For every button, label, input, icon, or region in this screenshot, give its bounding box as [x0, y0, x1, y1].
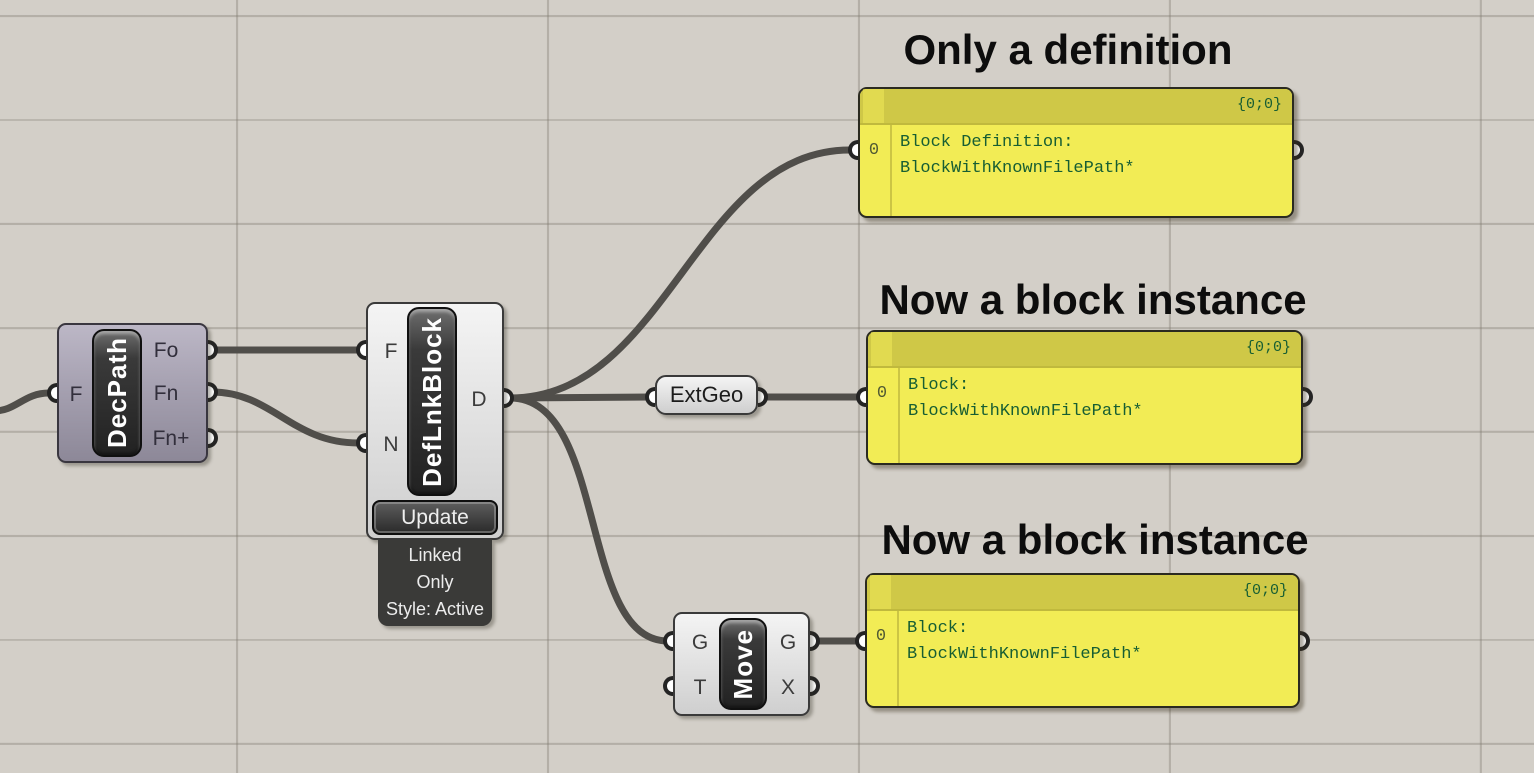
wire[interactable] [506, 394, 672, 645]
decpath-output-grip-fnplus[interactable] [208, 428, 218, 448]
deflnkblock-port-label-d: D [471, 388, 487, 411]
component-move[interactable]: Move G T G X [673, 612, 810, 716]
panel-header: {0;0} [867, 575, 1298, 611]
panel-divider [890, 125, 892, 216]
panel-path-mask: {0;0} [1236, 96, 1282, 113]
move-port-label-g-in: G [691, 631, 709, 654]
panel-line: BlockWithKnownFilePath* [907, 645, 1142, 664]
scribble-title-definition[interactable]: Only a definition [903, 26, 1233, 73]
move-port-label-g-out: G [779, 631, 797, 654]
deflnkblock-output-grip-d[interactable] [504, 388, 514, 408]
decpath-output-grip-fo[interactable] [208, 340, 218, 360]
decpath-port-label-f: F [69, 383, 83, 406]
panel-line: Block Definition: [900, 133, 1074, 152]
scribble-title-instance-1[interactable]: Now a block instance [879, 276, 1307, 323]
panel-line: Block: [907, 619, 969, 638]
deflnkblock-name-capsule[interactable]: DefLnkBlock [407, 307, 457, 496]
decpath-label: DecPath [101, 337, 132, 449]
panel-divider [898, 368, 900, 463]
move-port-label-t: T [693, 676, 707, 699]
panel-block-definition[interactable]: {0;0} 0 Block Definition: BlockWithKnown… [858, 87, 1294, 218]
extgeo-input-grip[interactable] [645, 387, 655, 407]
panel2-input-grip[interactable] [856, 387, 866, 407]
wire[interactable] [0, 389, 53, 414]
decpath-port-label-fnplus: Fn+ [152, 427, 190, 450]
tag-line: Only [416, 572, 454, 592]
component-decpath[interactable]: DecPath F Fo Fn Fn+ [57, 323, 208, 463]
panel-path-mask: {0;0} [1245, 339, 1291, 356]
decpath-output-grip-fn[interactable] [208, 382, 218, 402]
panel-block-instance-2[interactable]: {0;0} 0 Block: BlockWithKnownFilePath* [865, 573, 1300, 708]
panel-header: {0;0} [860, 89, 1292, 125]
panel-content: Block Definition: BlockWithKnownFilePath… [900, 130, 1135, 182]
panel-item-index: 0 [868, 141, 880, 160]
panel-index-strip [863, 89, 884, 123]
deflnkblock-input-grip-f[interactable] [356, 340, 366, 360]
panel-content: Block: BlockWithKnownFilePath* [908, 373, 1143, 425]
move-input-grip-t[interactable] [663, 676, 673, 696]
move-name-capsule[interactable]: Move [719, 618, 767, 710]
move-input-grip-g[interactable] [663, 631, 673, 651]
panel3-input-grip[interactable] [855, 631, 865, 651]
component-deflnkblock[interactable]: DefLnkBlock F N D Update Linked Only Sty… [366, 302, 504, 626]
move-output-grip-x[interactable] [810, 676, 820, 696]
panel-divider [897, 611, 899, 706]
panel-line: BlockWithKnownFilePath* [908, 402, 1143, 421]
panel-block-instance-1[interactable]: {0;0} 0 Block: BlockWithKnownFilePath* [866, 330, 1303, 465]
decpath-input-grip-f[interactable] [47, 383, 57, 403]
extgeo-label: ExtGeo [669, 382, 744, 407]
panel1-input-grip[interactable] [848, 140, 858, 160]
panel-header: {0;0} [868, 332, 1301, 368]
scribble-title-instance-2[interactable]: Now a block instance [881, 516, 1309, 563]
panel-item-index: 0 [875, 627, 887, 646]
panel2-output-grip[interactable] [1303, 387, 1313, 407]
panel-line: BlockWithKnownFilePath* [900, 159, 1135, 178]
move-output-grip-g[interactable] [810, 631, 820, 651]
extgeo-output-grip[interactable] [758, 387, 768, 407]
deflnkblock-port-label-f: F [384, 340, 398, 363]
component-extgeo[interactable]: ExtGeo [655, 375, 758, 415]
panel-item-index: 0 [876, 384, 888, 403]
wire[interactable] [506, 393, 655, 402]
panel-index-strip [871, 332, 892, 366]
panel1-output-grip[interactable] [1294, 140, 1304, 160]
decpath-port-label-fo: Fo [153, 339, 179, 362]
move-label: Move [727, 628, 758, 700]
wire[interactable] [208, 388, 362, 447]
tag-line: Linked [408, 545, 462, 565]
deflnkblock-status-tag: Linked Only Style: Active [378, 540, 492, 626]
update-button[interactable]: Update [372, 500, 498, 535]
panel-line: Block: [908, 376, 970, 395]
move-port-label-x: X [780, 676, 796, 699]
wire[interactable] [506, 146, 854, 402]
panel3-output-grip[interactable] [1300, 631, 1310, 651]
decpath-name-capsule[interactable]: DecPath [92, 329, 142, 457]
tag-line: Style: Active [385, 599, 485, 619]
deflnkblock-port-label-n: N [383, 433, 399, 456]
decpath-port-label-fn: Fn [153, 382, 179, 405]
panel-content: Block: BlockWithKnownFilePath* [907, 616, 1142, 668]
panel-index-strip [870, 575, 891, 609]
deflnkblock-label: DefLnkBlock [416, 316, 447, 487]
panel-path-mask: {0;0} [1242, 582, 1288, 599]
deflnkblock-input-grip-n[interactable] [356, 433, 366, 453]
